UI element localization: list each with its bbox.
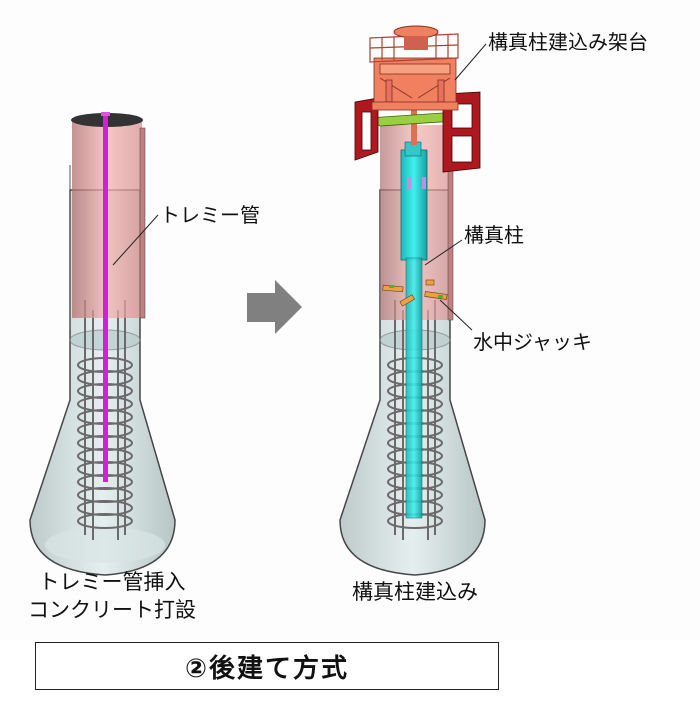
left-caption-line1: トレミー管挿入: [38, 570, 186, 594]
underwater-jack-label: 水中ジャッキ: [473, 330, 592, 354]
column-label: 構真柱: [464, 223, 524, 247]
method-title-box: ②後建て方式: [35, 642, 499, 690]
tremie-pipe-label: トレミー管: [160, 203, 260, 227]
left-caption-line2: コンクリート打設: [28, 598, 196, 622]
construction-diagram: [29, 25, 487, 576]
arrow-right-icon: [247, 280, 302, 334]
left-caption: トレミー管挿入 コンクリート打設: [22, 568, 202, 624]
leader-lines: [112, 43, 487, 331]
method-title: ②後建て方式: [184, 653, 349, 684]
right-pile: [339, 25, 486, 576]
erection-frame-label: 構真柱建込み架台: [488, 30, 648, 54]
right-caption: 構真柱建込み: [352, 580, 478, 604]
left-pile: [29, 112, 176, 576]
